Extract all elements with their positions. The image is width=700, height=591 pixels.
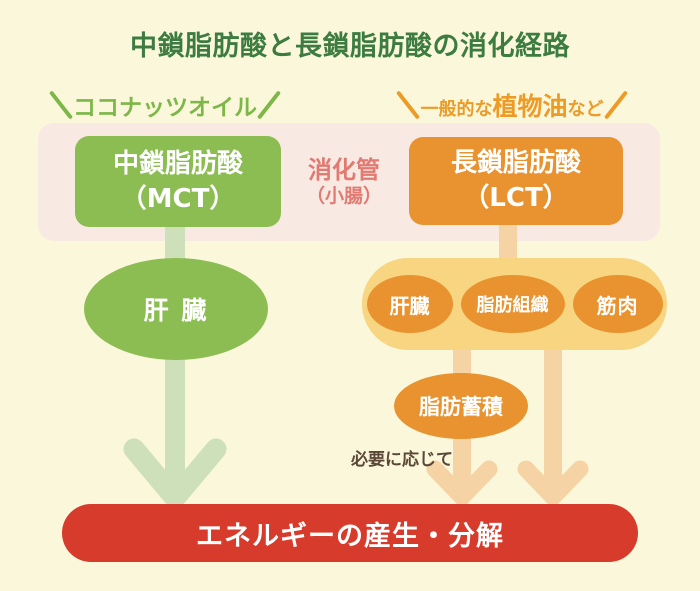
page-title: 中鎖脂肪酸と長鎖脂肪酸の消化経路 — [130, 31, 570, 62]
tract-label-line1: 消化管 — [308, 156, 380, 184]
muscle-arrow-shaft — [544, 344, 562, 494]
tract-label-line2: （小腸） — [305, 185, 382, 207]
backslash-mark-icon — [396, 90, 421, 120]
lct-adipose-tissue-label: 脂肪組織 — [476, 295, 549, 316]
lct-source-text: 一般的な植物油など — [420, 87, 603, 123]
mct-down-arrowhead-icon — [123, 438, 227, 509]
muscle-down-arrowhead-icon — [517, 460, 589, 506]
fat-storage-ellipse: 脂肪蓄積 — [394, 373, 528, 439]
slash-mark-icon — [603, 90, 628, 120]
lct-liver-label: 肝臓 — [389, 293, 430, 318]
lct-source-prefix: 一般的な — [420, 99, 493, 120]
lct-organs-pill: 肝臓 脂肪組織 筋肉 — [362, 258, 667, 350]
mct-source-text: ココナッツオイル — [73, 95, 257, 121]
mct-liver-label: 肝 臓 — [143, 296, 209, 325]
mct-box-line2: （MCT） — [120, 183, 236, 214]
lct-box-line2: （LCT） — [463, 183, 569, 213]
lct-liver-ellipse: 肝臓 — [366, 275, 453, 333]
mct-source-label: ココナッツオイル — [45, 85, 285, 125]
as-needed-note: 必要に応じて — [351, 450, 453, 470]
lct-source-main: 植物油 — [492, 92, 568, 121]
lct-adipose-tissue-ellipse: 脂肪組織 — [460, 275, 565, 333]
slash-mark-icon — [256, 90, 282, 120]
fat-storage-down-arrowhead-icon — [426, 460, 498, 506]
mct-box-line1: 中鎖脂肪酸 — [112, 148, 243, 179]
lct-box: 長鎖脂肪酸 （LCT） — [409, 137, 623, 225]
fat-storage-label: 脂肪蓄積 — [419, 395, 503, 419]
lct-muscle-label: 筋肉 — [596, 293, 639, 318]
lct-source-suffix: など — [567, 99, 604, 120]
energy-result-label: エネルギーの産生・分解 — [196, 520, 504, 552]
energy-result-box: エネルギーの産生・分解 — [62, 504, 638, 562]
lct-source-label: 一般的な植物油など — [378, 85, 646, 125]
mct-liver-ellipse: 肝 臓 — [84, 258, 268, 360]
lct-box-line1: 長鎖脂肪酸 — [450, 148, 581, 179]
mct-box: 中鎖脂肪酸 （MCT） — [75, 136, 281, 227]
lct-muscle-ellipse: 筋肉 — [572, 275, 663, 333]
backslash-mark-icon — [48, 90, 74, 120]
digestive-tract-label: 消化管 （小腸） — [294, 155, 394, 209]
